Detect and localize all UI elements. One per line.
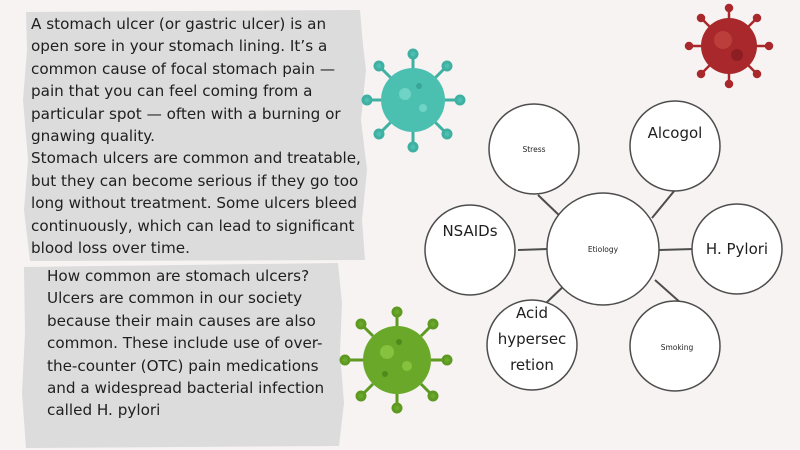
- node-smoking: [629, 300, 721, 392]
- intro-panel-background: [23, 10, 367, 261]
- alcogol-label: Alcogol: [648, 124, 703, 142]
- common-panel-background: [22, 263, 344, 448]
- node-stress: [488, 103, 580, 195]
- node-acid: [486, 299, 578, 391]
- connector-smoking: [654, 279, 683, 305]
- etiology-node: [546, 192, 660, 306]
- h-pylori-label: H. Pylori: [706, 240, 768, 258]
- connector-nsaids: [517, 248, 549, 251]
- diagram-connectors: [517, 189, 695, 305]
- node-alcogol: [629, 100, 721, 192]
- nsaids-label: NSAIDs: [442, 222, 497, 240]
- intro-text: A stomach ulcer (or gastric ulcer) is an…: [31, 15, 361, 258]
- connector-alcogol: [651, 189, 676, 219]
- acid-label: Acid hypersec retion: [498, 304, 567, 374]
- acid-label-line: hypersec: [498, 330, 567, 348]
- node-nsaids: [424, 204, 516, 296]
- acid-label-line: Acid: [516, 304, 548, 322]
- intro-panel: A stomach ulcer (or gastric ulcer) is an…: [22, 10, 367, 262]
- red-virus-icon: [684, 3, 774, 89]
- etiology-label: Etiology: [588, 245, 619, 254]
- node-h-pylori: [691, 203, 783, 295]
- smoking-label: Smoking: [661, 343, 694, 352]
- connector-h-pylori: [658, 248, 695, 251]
- common-text: How common are stomach ulcers? Ulcers ar…: [47, 267, 325, 420]
- green-virus-icon: [339, 306, 453, 414]
- common-panel: How common are stomach ulcers? Ulcers ar…: [22, 263, 344, 448]
- connector-stress: [537, 194, 563, 219]
- teal-virus-icon: [361, 48, 466, 153]
- stress-label: Stress: [522, 145, 545, 154]
- acid-label-line: retion: [510, 356, 554, 374]
